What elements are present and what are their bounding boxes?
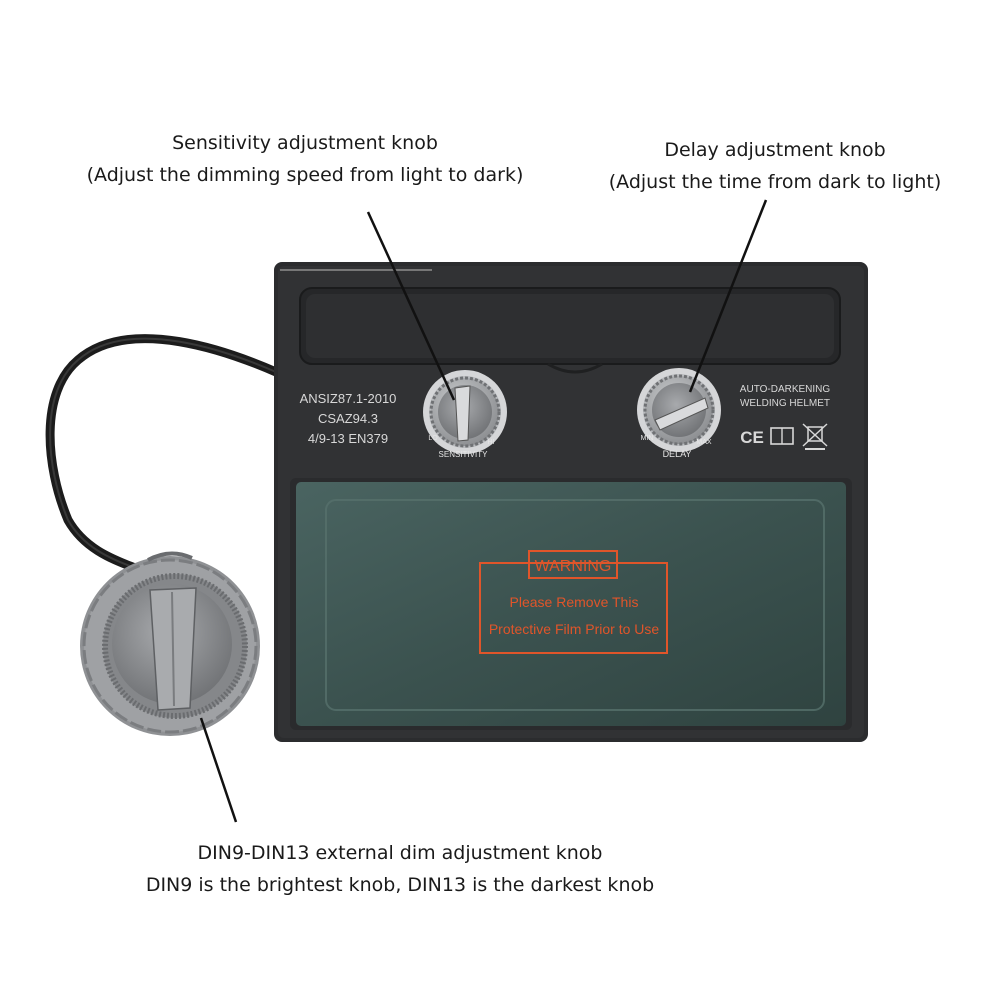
- delay-caption-line-1: Delay adjustment knob: [664, 139, 886, 161]
- sensitivity-pointer-line: [366, 211, 456, 401]
- brand-line-2: WELDING HELMET: [740, 398, 830, 409]
- delay-knob[interactable]: MIN MAX DELAY: [637, 368, 721, 459]
- din-caption-line-1: DIN9-DIN13 external dim adjustment knob: [197, 842, 603, 864]
- warning-line-1: Please Remove This: [510, 594, 639, 610]
- manual-book-icon: [770, 427, 794, 445]
- brand-line-1: AUTO-DARKENING: [740, 384, 831, 395]
- delay-label: DELAY: [663, 449, 692, 459]
- delay-pointer-line: [688, 199, 768, 393]
- delay-min-label: MIN: [641, 435, 654, 442]
- warning-line-2: Protective Film Prior to Use: [489, 621, 660, 637]
- crossed-bin-icon: [802, 423, 828, 450]
- standard-text-1: ANSIZ87.1-2010: [300, 391, 397, 406]
- sensitivity-caption: Sensitivity adjustment knob (Adjust the …: [40, 127, 570, 191]
- sensitivity-caption-line-2: (Adjust the dimming speed from light to …: [86, 164, 524, 186]
- din-caption-line-2: DIN9 is the brightest knob, DIN13 is the…: [145, 874, 655, 896]
- din-external-knob[interactable]: [80, 551, 260, 736]
- din-pointer-line: [199, 717, 238, 823]
- standard-text-3: 4/9-13 EN379: [308, 431, 388, 446]
- delay-caption-line-2: (Adjust the time from dark to light): [608, 171, 942, 193]
- din-caption: DIN9-DIN13 external dim adjustment knob …: [80, 837, 720, 901]
- delay-max-label: MAX: [696, 439, 712, 446]
- warning-title: WARNING: [535, 558, 612, 575]
- sensitivity-max-label: HI: [488, 439, 495, 446]
- delay-caption: Delay adjustment knob (Adjust the time f…: [580, 134, 970, 198]
- standard-text-2: CSAZ94.3: [318, 411, 378, 426]
- sensitivity-min-label: LO: [428, 435, 438, 442]
- sensitivity-knob[interactable]: LO HI SENSITIVITY: [423, 370, 507, 459]
- ce-mark: CE: [740, 428, 764, 447]
- warning-sticker: WARNING Please Remove This Protective Fi…: [479, 550, 668, 654]
- sensitivity-label: SENSITIVITY: [439, 450, 489, 459]
- sensitivity-caption-line-1: Sensitivity adjustment knob: [172, 132, 438, 154]
- cable: [45, 334, 281, 573]
